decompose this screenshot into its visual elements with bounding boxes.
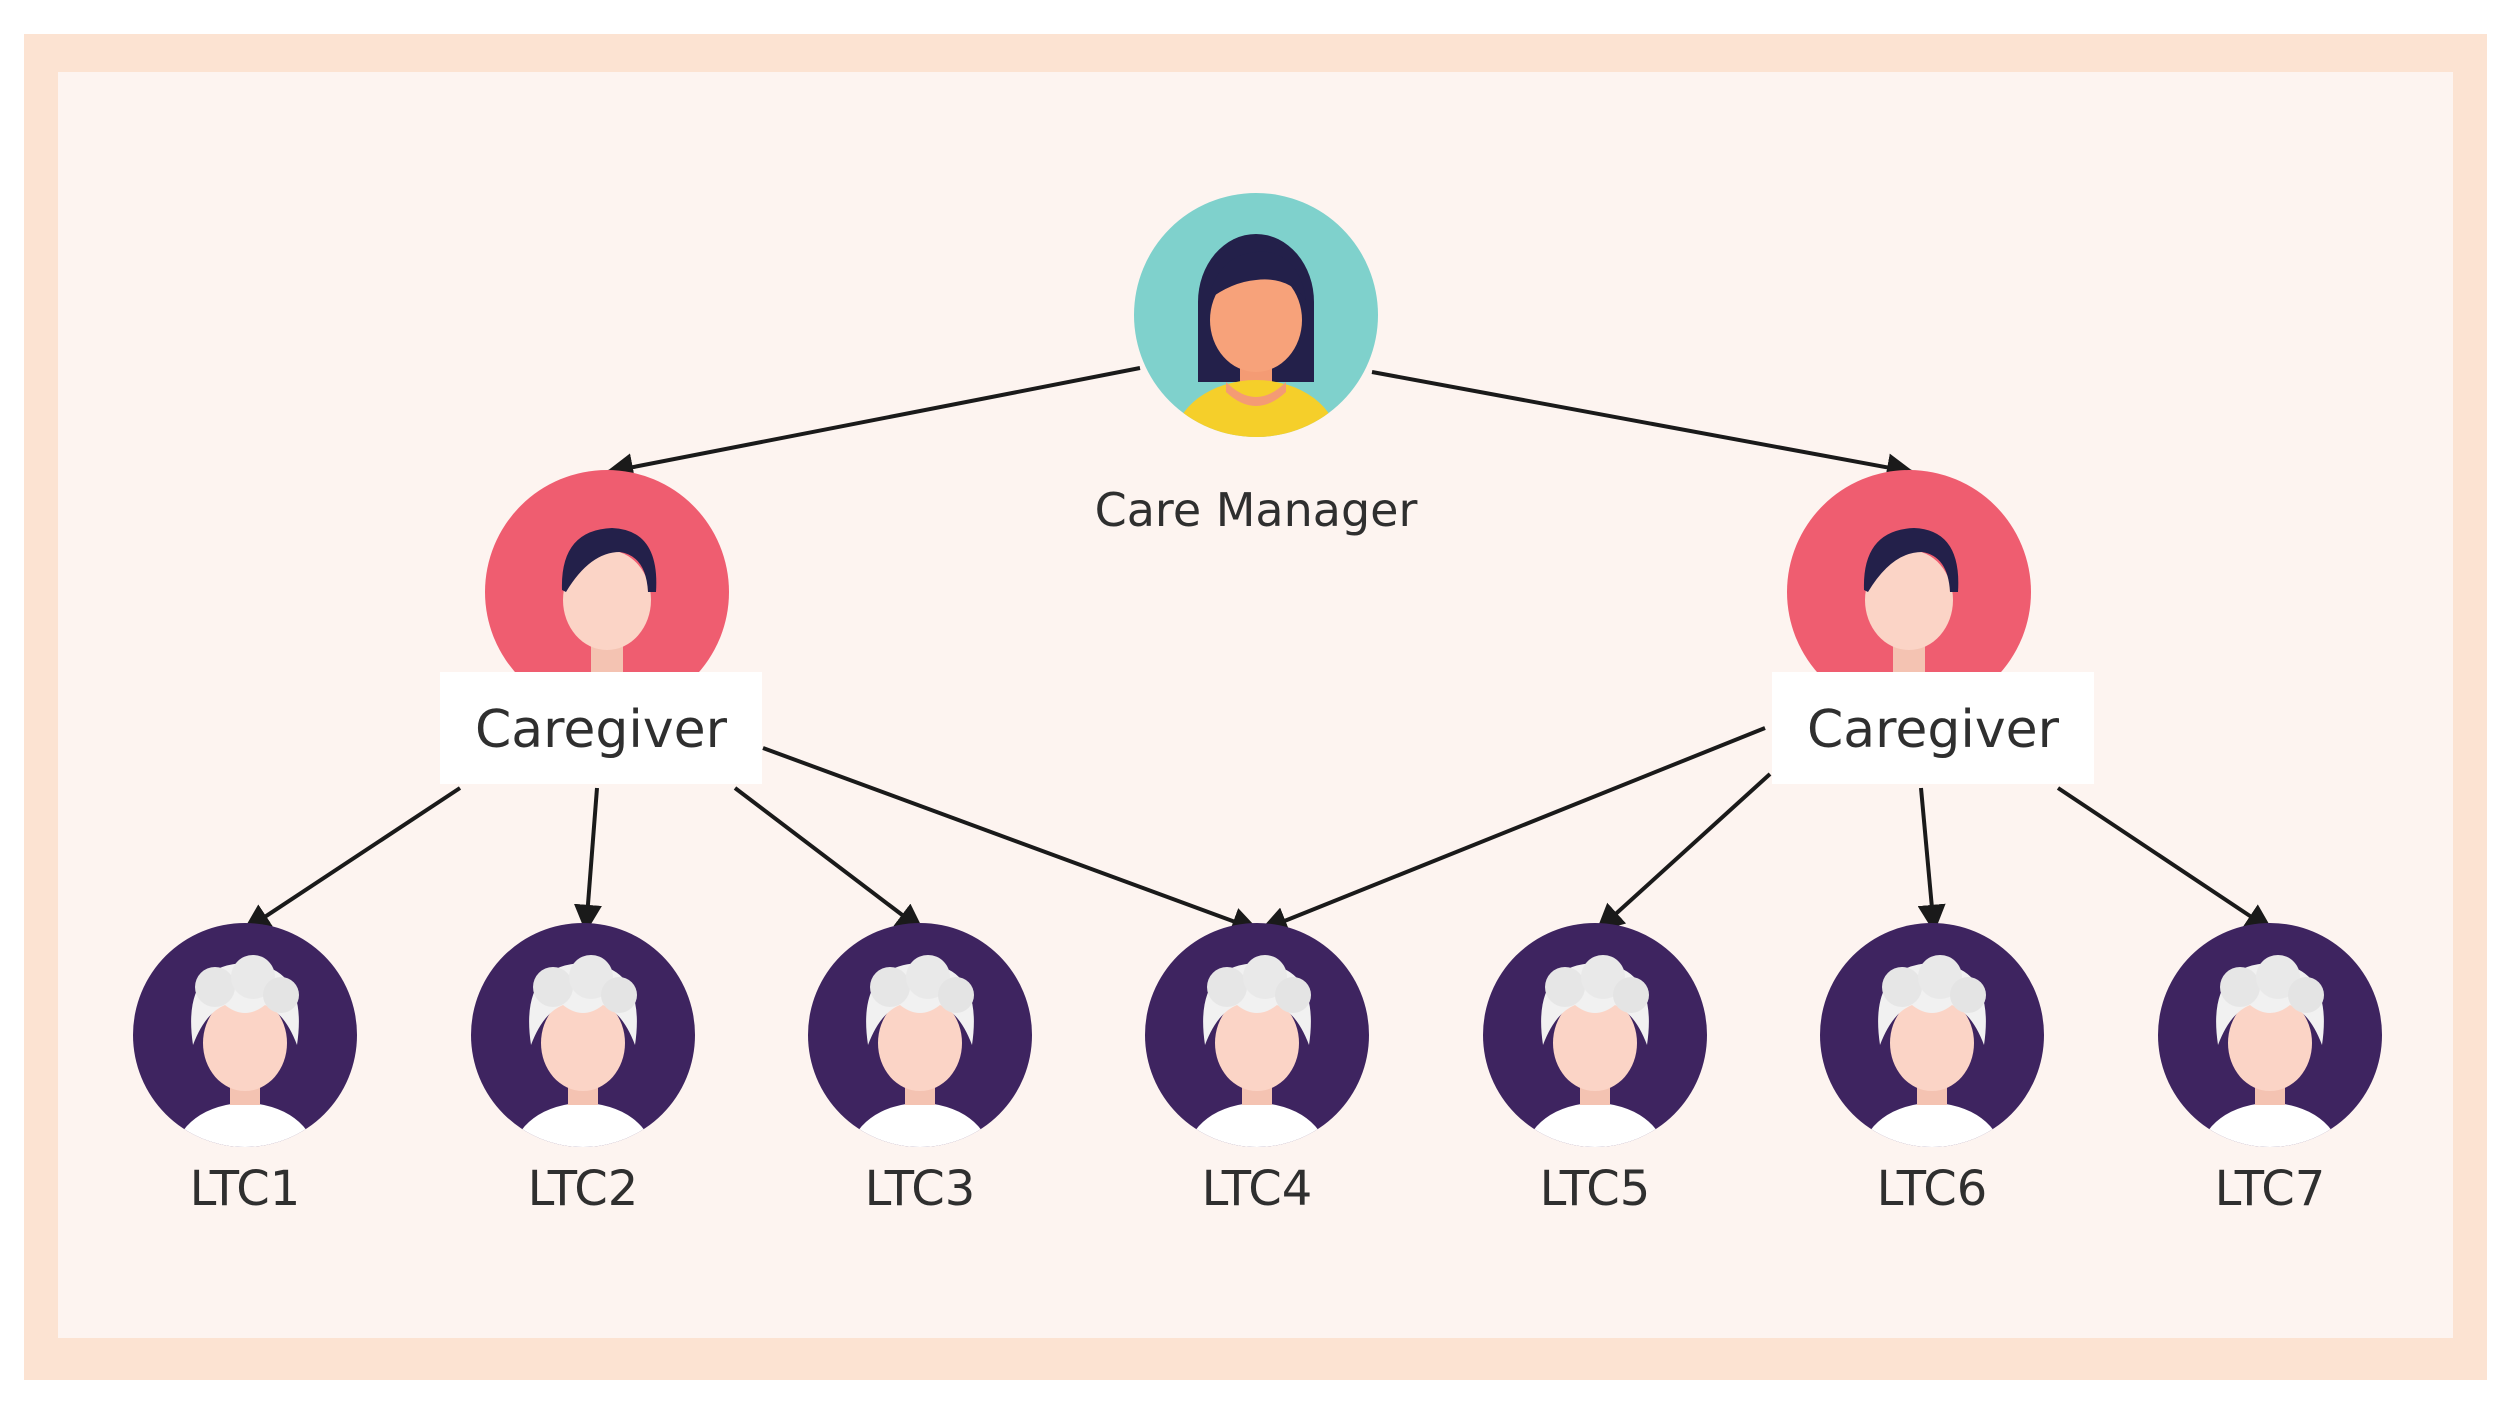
- ltc-label: LTC3: [865, 1161, 976, 1217]
- arrow-caregiver-right-to-ltc6: [1917, 787, 1946, 933]
- ltc-node: LTC6: [1820, 923, 2044, 1217]
- arrow-caregiver-right-to-ltc7: [2056, 786, 2274, 932]
- ltc-node: LTC5: [1483, 923, 1707, 1217]
- ltc-label: LTC5: [1540, 1161, 1651, 1217]
- care-manager-node: [1134, 193, 1378, 437]
- elderly-person-icon: [175, 955, 315, 1147]
- arrow-manager-to-caregiver-left: [605, 366, 1141, 481]
- ltc-label: LTC6: [1877, 1161, 1988, 1217]
- ltc-node: LTC1: [133, 923, 357, 1217]
- arrow-caregiver-left-to-ltc2: [573, 787, 602, 933]
- care-manager-label: Care Manager: [1095, 483, 1418, 537]
- arrow-caregiver-left-to-ltc4: [762, 746, 1260, 935]
- elderly-person-icon: [2200, 955, 2340, 1147]
- arrow-caregiver-left-to-ltc3: [733, 786, 925, 932]
- elderly-person-icon: [1862, 955, 2002, 1147]
- caregiver-right-label-box: Caregiver: [1772, 672, 2094, 784]
- elderly-person-icon: [513, 955, 653, 1147]
- ltc-node: LTC3: [808, 923, 1032, 1217]
- ltc-label: LTC4: [1202, 1161, 1313, 1217]
- caregiver-left-label-box: Caregiver: [440, 672, 762, 784]
- ltc-label: LTC2: [528, 1161, 639, 1217]
- caregiver-right-label: Caregiver: [1807, 700, 2060, 760]
- ltc-node: LTC4: [1145, 923, 1369, 1217]
- arrow-caregiver-left-to-ltc1: [242, 786, 462, 932]
- ltc-label: LTC7: [2215, 1161, 2326, 1217]
- arrow-caregiver-right-to-ltc5: [1595, 772, 1772, 932]
- elderly-person-icon: [1525, 955, 1665, 1147]
- elderly-person-icon: [850, 955, 990, 1147]
- caregiver-left-label: Caregiver: [475, 700, 728, 760]
- ltc-row: LTC1 LTC2 LTC3 LTC4 LTC5 LTC6 LTC7: [133, 923, 2382, 1217]
- arrow-manager-to-caregiver-right: [1371, 370, 1915, 482]
- connections: [242, 366, 2274, 935]
- ltc-node: LTC2: [471, 923, 695, 1217]
- ltc-node: LTC7: [2158, 923, 2382, 1217]
- care-manager-avatar-icon: [1174, 234, 1338, 437]
- ltc-label: LTC1: [190, 1161, 301, 1217]
- arrow-caregiver-right-to-ltc4: [1259, 726, 1766, 934]
- elderly-person-icon: [1187, 955, 1327, 1147]
